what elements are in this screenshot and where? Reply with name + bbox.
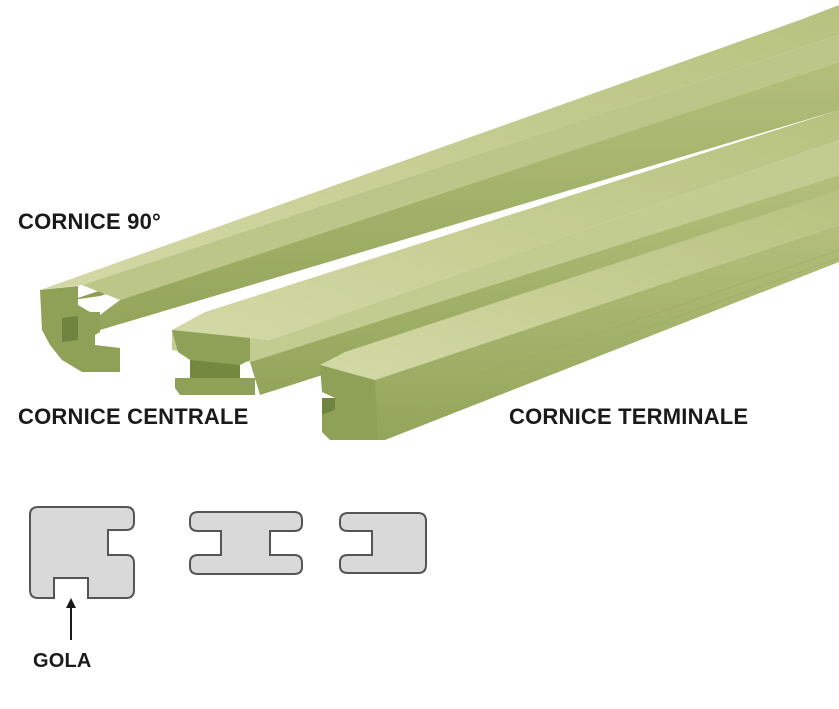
label-cornice-terminale: CORNICE TERMINALE xyxy=(509,404,749,429)
section-cornice-terminale xyxy=(339,512,427,574)
cornice-90-beam xyxy=(40,5,839,372)
cornice-terminale-beam xyxy=(320,190,839,440)
section-cornice-90 xyxy=(29,506,135,599)
label-cornice-90: CORNICE 90° xyxy=(18,209,162,234)
label-cornice-centrale: CORNICE CENTRALE xyxy=(18,404,249,429)
section-cornice-centrale xyxy=(189,511,303,575)
gola-arrow xyxy=(66,598,76,640)
label-gola: GOLA xyxy=(33,650,92,672)
